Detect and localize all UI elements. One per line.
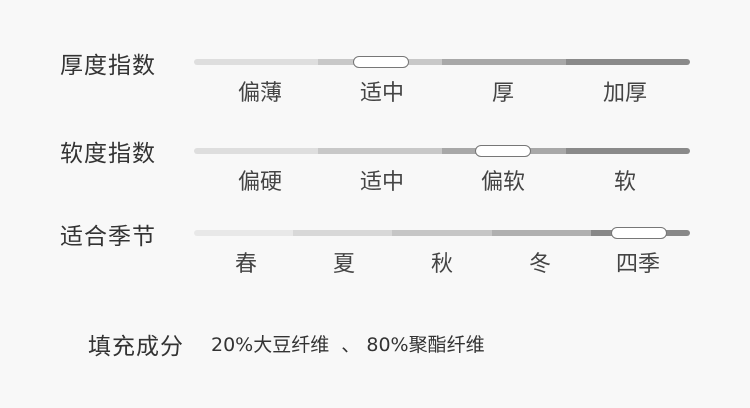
softness-option-2: 适中 (359, 170, 405, 195)
thickness-track[interactable] (194, 59, 690, 65)
season-option-2: 夏 (332, 252, 356, 277)
softness-slider-thumb[interactable] (475, 145, 531, 157)
softness-segment-1 (194, 148, 318, 154)
softness-option-4: 软 (613, 170, 637, 195)
season-label: 适合季节 (60, 224, 156, 250)
softness-option-1: 偏硬 (237, 170, 283, 195)
season-segment-2 (293, 230, 393, 236)
season-segment-3 (392, 230, 492, 236)
season-segment-4 (491, 230, 591, 236)
softness-option-3: 偏软 (480, 170, 526, 195)
thickness-slider-thumb[interactable] (353, 56, 409, 68)
season-slider-thumb[interactable] (611, 227, 667, 239)
thickness-option-1: 偏薄 (237, 81, 283, 106)
season-option-3: 秋 (430, 252, 454, 277)
thickness-segment-3 (442, 59, 566, 65)
filling-value: 20%大豆纤维 、 80%聚酯纤维 (211, 334, 485, 356)
thickness-option-4: 加厚 (602, 81, 648, 106)
filling-label: 填充成分 (88, 334, 184, 360)
softness-label: 软度指数 (60, 141, 156, 167)
softness-segment-2 (318, 148, 442, 154)
season-option-4: 冬 (528, 252, 552, 277)
season-segment-1 (194, 230, 294, 236)
thickness-option-3: 厚 (491, 81, 515, 106)
season-option-5: 四季 (615, 252, 661, 277)
thickness-segment-4 (566, 59, 690, 65)
season-option-1: 春 (234, 252, 258, 277)
thickness-segment-1 (194, 59, 318, 65)
thickness-label: 厚度指数 (60, 53, 156, 79)
softness-segment-4 (566, 148, 690, 154)
thickness-option-2: 适中 (359, 81, 405, 106)
softness-track[interactable] (194, 148, 690, 154)
